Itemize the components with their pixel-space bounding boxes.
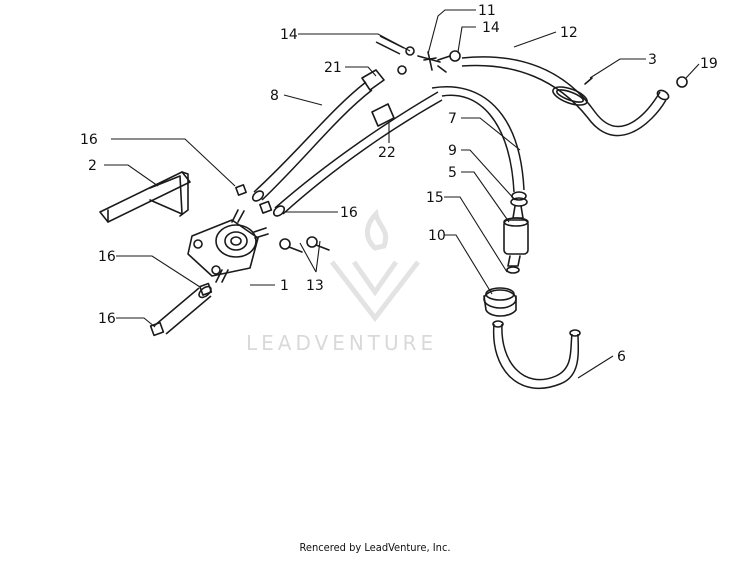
- upper-hose-part: [461, 56, 688, 137]
- callout-16-top: 16: [80, 132, 98, 148]
- callout-14-right: 14: [482, 20, 500, 36]
- fuel-pump-part: [187, 209, 269, 283]
- tee-fitting-part: [375, 35, 461, 75]
- fuel-filter-part: [503, 197, 529, 274]
- callout-3: 3: [648, 52, 657, 68]
- callout-22: 22: [378, 145, 396, 161]
- bracket-part: [99, 171, 191, 223]
- callout-14-left: 14: [280, 27, 298, 43]
- screw-part: [279, 236, 330, 253]
- callout-9: 9: [448, 143, 457, 159]
- callout-2: 2: [88, 158, 97, 174]
- hose-clamp-part: [483, 287, 517, 317]
- callout-15: 15: [426, 190, 444, 206]
- watermark-text: LEADVENTURE: [246, 331, 437, 355]
- callout-labels: 1 2 3 5 6 7 8 9 10 11 12 13 14 14 15 16 …: [80, 3, 718, 365]
- callout-5: 5: [448, 165, 457, 181]
- fuel-hose-part: [251, 81, 443, 217]
- callout-6: 6: [617, 349, 626, 365]
- callout-8: 8: [270, 88, 279, 104]
- callout-11: 11: [478, 3, 496, 19]
- callout-16-left: 16: [98, 249, 116, 265]
- callout-19: 19: [700, 56, 718, 72]
- callout-1: 1: [280, 278, 289, 294]
- footer-credit: Rencered by LeadVenture, Inc.: [299, 541, 451, 554]
- callout-16-middle: 16: [340, 205, 358, 221]
- callout-12: 12: [560, 25, 578, 41]
- leader-lines: [104, 9, 700, 379]
- callout-7: 7: [448, 111, 457, 127]
- callout-10: 10: [428, 228, 446, 244]
- lower-hose-part: [492, 320, 581, 390]
- watermark-logo: [330, 208, 420, 323]
- long-hose-part: [431, 86, 527, 201]
- callout-16-bottom: 16: [98, 311, 116, 327]
- hose-clip-part: [361, 69, 395, 127]
- callout-13: 13: [306, 278, 324, 294]
- short-hose-part: [153, 285, 212, 335]
- callout-21: 21: [324, 60, 342, 76]
